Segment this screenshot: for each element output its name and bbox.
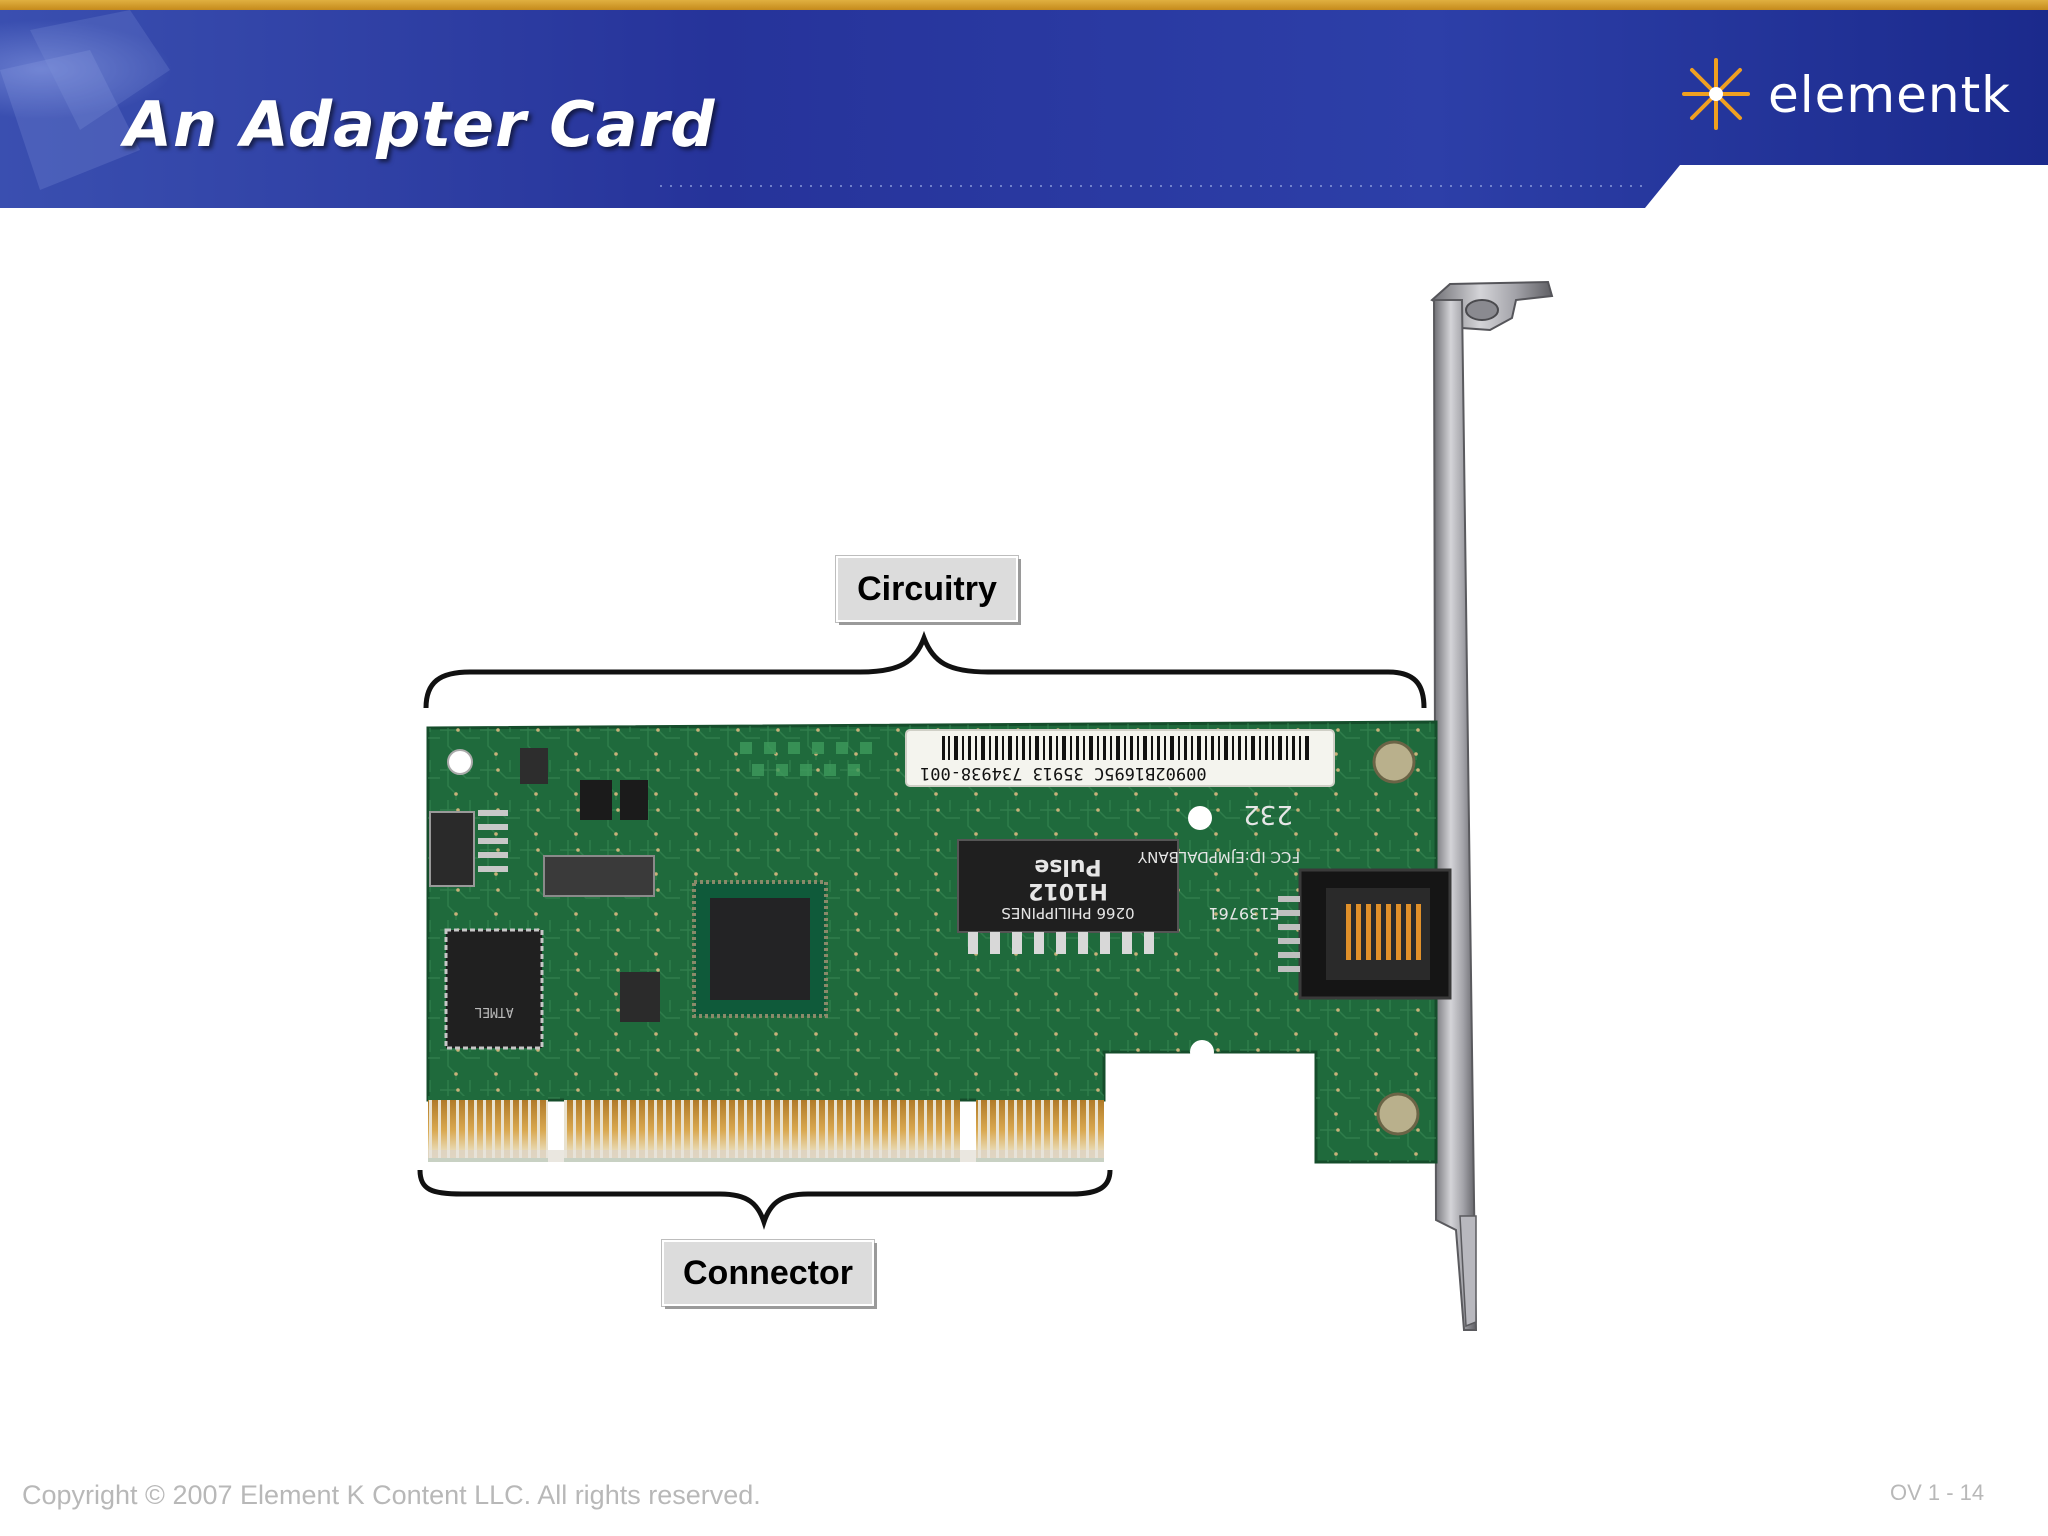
pulse-transformer: 0266 PHILIPPINES H1012 Pulse FCC ID:EJMP…: [957, 799, 1300, 954]
cert-text: E139761: [1208, 904, 1279, 923]
slide-number: OV 1 - 14: [1890, 1480, 1985, 1505]
circuitry-label: Circuitry: [836, 556, 1018, 622]
starburst-icon: [1682, 58, 1750, 130]
eeprom-chip: ATMEL: [444, 928, 544, 1050]
fcc-text: FCC ID:EJMPDALBANY: [1137, 848, 1300, 866]
connector-label: Connector: [662, 1240, 874, 1306]
barcode-text: 00902B1695C 35913 734938-001: [920, 763, 1207, 783]
chip-code-text: 0266 PHILIPPINES: [1001, 904, 1134, 922]
slide-header: An Adapter Card elementk: [0, 10, 2048, 208]
chip-brand-text: Pulse: [1034, 854, 1101, 879]
chip-model-text: H1012: [1028, 878, 1108, 903]
edge-connector: [428, 1096, 1104, 1162]
controller-chip: [692, 880, 828, 1018]
brand-logo: elementk: [1676, 54, 2026, 134]
small-components: [429, 748, 660, 1022]
rj45-port: [1278, 868, 1452, 1000]
slide-title: An Adapter Card: [124, 88, 716, 161]
header-accent-stripe: [0, 0, 2048, 10]
copyright-notice: Copyright © 2007 Element K Content LLC. …: [22, 1480, 761, 1510]
barcode-label: 00902B1695C 35913 734938-001: [905, 729, 1335, 787]
mounting-bracket: [1430, 280, 1554, 1331]
header-background: [0, 10, 2048, 208]
circuit-board: [426, 720, 1438, 1164]
circuitry-brace: [423, 630, 1427, 709]
mark-text: 232: [1243, 799, 1293, 829]
brand-name: elementk: [1768, 66, 2012, 124]
svg-text:ATMEL: ATMEL: [474, 1004, 513, 1019]
connector-brace: [417, 1169, 1113, 1230]
